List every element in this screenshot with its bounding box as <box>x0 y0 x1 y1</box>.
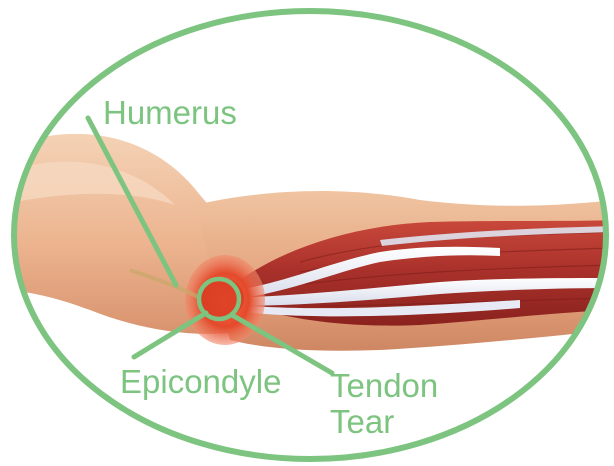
tendon-tear-label-line2: Tear <box>330 405 394 438</box>
epicondyle-label: Epicondyle <box>120 365 281 398</box>
tendon-tear-label-line1: Tendon <box>330 369 438 402</box>
arm-illustration <box>0 134 614 351</box>
humerus-label: Humerus <box>103 96 237 129</box>
